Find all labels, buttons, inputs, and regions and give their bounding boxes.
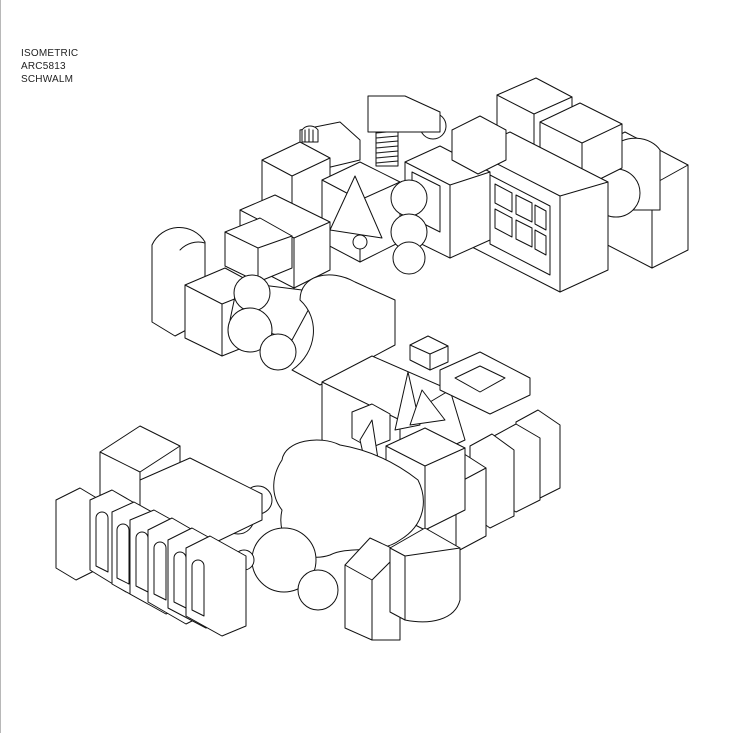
small-ball bbox=[353, 235, 367, 249]
sphere-stack-3 bbox=[393, 242, 425, 274]
arch-opening-6 bbox=[192, 560, 204, 616]
arch-box-top bbox=[368, 96, 440, 132]
sphere-left-b bbox=[228, 308, 272, 352]
page-edge-rule bbox=[0, 0, 1, 733]
cloud-blob bbox=[274, 440, 424, 557]
sphere-stack-1 bbox=[391, 180, 427, 216]
triangular-prism bbox=[330, 176, 382, 238]
shard-2 bbox=[410, 390, 445, 425]
arch-opening-2 bbox=[117, 524, 129, 584]
zigzag-block bbox=[440, 352, 530, 414]
bottom-left-cluster bbox=[56, 426, 460, 640]
author-label: SCHWALM bbox=[21, 74, 74, 85]
half-dome bbox=[302, 126, 318, 142]
window-pane-4 bbox=[495, 209, 512, 237]
drawing-type-label: ISOMETRIC bbox=[21, 48, 79, 59]
window-pane-2 bbox=[516, 195, 532, 222]
top-right-cluster bbox=[368, 78, 688, 292]
top-left-cluster bbox=[152, 122, 427, 385]
title-block: ISOMETRIC ARC5813 SCHWALM bbox=[21, 47, 78, 86]
box-stack-a bbox=[452, 116, 506, 174]
course-code-label: ARC5813 bbox=[21, 61, 66, 72]
window-pane-5 bbox=[516, 220, 532, 247]
window-pane-1 bbox=[495, 184, 512, 212]
arch-opening-5 bbox=[174, 552, 186, 608]
arch-opening-3 bbox=[136, 532, 148, 592]
front-block-right bbox=[390, 528, 460, 622]
sphere-left-a bbox=[234, 275, 270, 311]
sphere-left-c bbox=[260, 334, 296, 370]
arch-opening-4 bbox=[154, 542, 166, 600]
small-cube-mid bbox=[410, 336, 448, 370]
sphere-low-b bbox=[298, 570, 338, 610]
window-pane-6 bbox=[535, 230, 546, 255]
window-pane-3 bbox=[535, 205, 546, 230]
arch-opening-1 bbox=[96, 512, 108, 572]
